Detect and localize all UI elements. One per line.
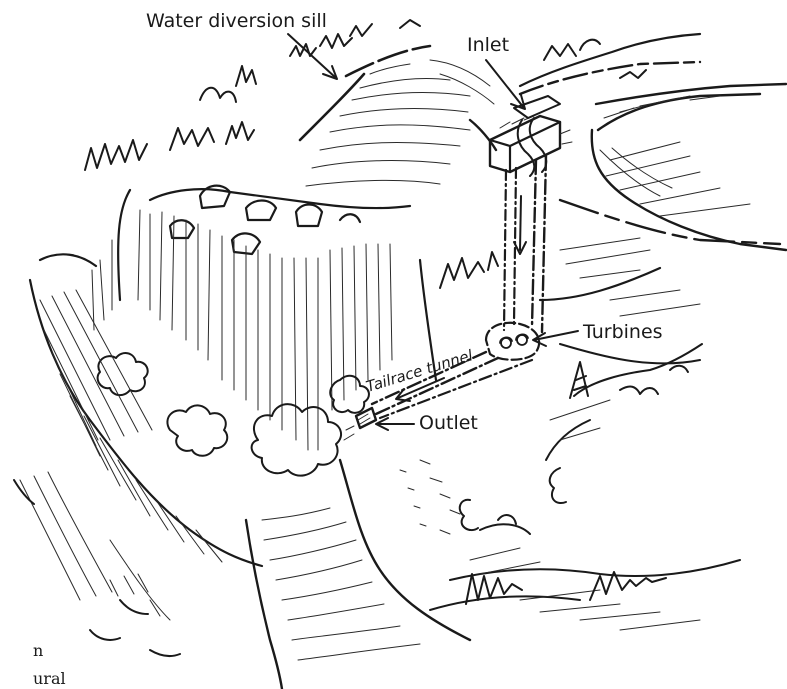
outlet xyxy=(344,408,376,440)
cut-off-text-line-2: ural xyxy=(33,669,66,688)
upper-river xyxy=(300,46,496,186)
label-outlet: Outlet xyxy=(419,412,478,434)
leader-arrow-sill xyxy=(288,34,337,79)
cliff-edge-rocks xyxy=(150,186,410,254)
label-turbines: Turbines xyxy=(582,321,663,343)
right-mountain xyxy=(592,84,786,250)
leader-arrow-outlet xyxy=(376,418,414,430)
label-water-diversion-sill: Water diversion sill xyxy=(146,10,327,32)
waterfall xyxy=(92,190,436,476)
downstream-river xyxy=(246,460,470,689)
background-trees xyxy=(85,20,688,604)
cut-off-text-line-1: n xyxy=(33,641,43,660)
left-gorge-wall xyxy=(14,254,262,656)
label-inlet: Inlet xyxy=(467,34,509,56)
turbines xyxy=(486,323,539,360)
